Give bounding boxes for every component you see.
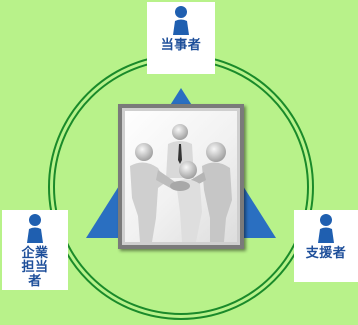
role-label-left: 企業担当者 [21, 246, 49, 289]
center-photo-frame [118, 104, 244, 249]
person-icon [173, 6, 189, 35]
role-label-right: 支援者 [305, 246, 347, 261]
team-hands-photo [130, 124, 232, 242]
role-left: 企業担当者 [2, 210, 68, 290]
role-label-top: 当事者 [160, 38, 202, 53]
person-icon [318, 214, 334, 243]
person-icon [27, 214, 43, 243]
role-top: 当事者 [147, 2, 215, 74]
role-right: 支援者 [294, 210, 358, 282]
